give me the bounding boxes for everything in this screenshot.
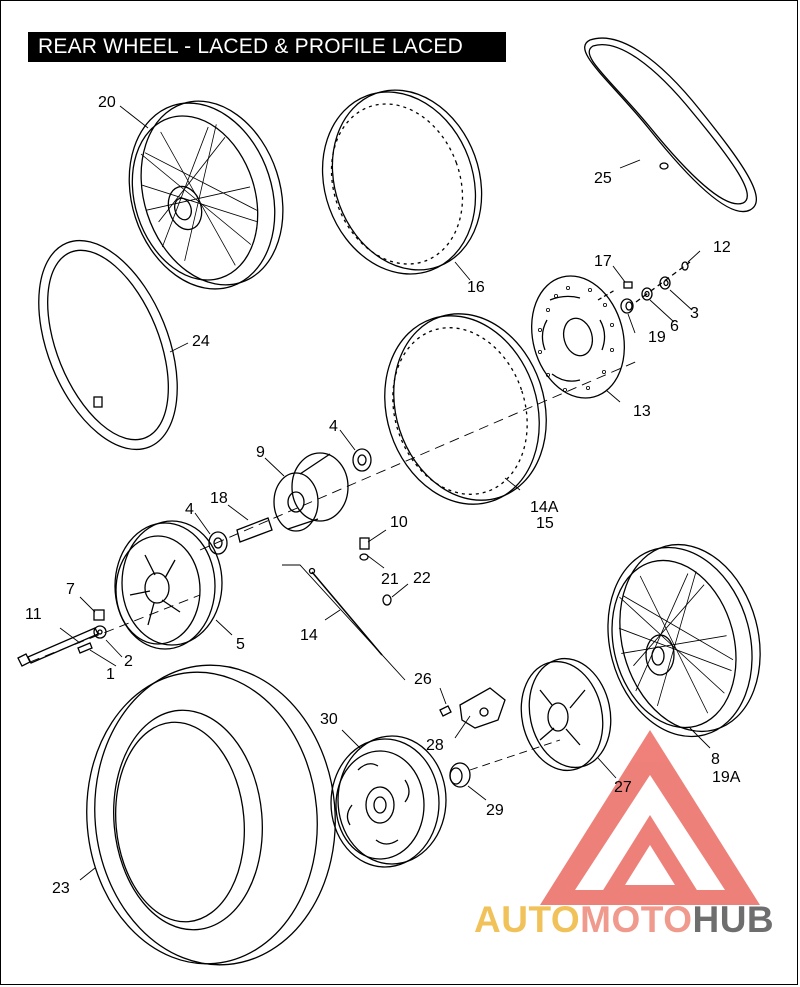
callout-8: 8 — [711, 751, 720, 768]
callout-16: 16 — [467, 279, 485, 296]
watermark-moto: MOTO — [580, 899, 693, 940]
callout-22: 22 — [413, 570, 431, 587]
callout-14: 14 — [300, 627, 318, 644]
laced-wheel-8 — [602, 543, 761, 738]
watermark-logo — [540, 730, 760, 905]
callout-21: 21 — [381, 571, 399, 588]
callout-3: 3 — [690, 305, 699, 322]
watermark-hub: HUB — [692, 899, 775, 940]
brake-rotor-13 — [531, 275, 625, 399]
sprocket-5 — [114, 520, 223, 650]
drive-belt-25 — [584, 37, 757, 213]
rim-16 — [321, 89, 483, 275]
callout-4-lower: 4 — [185, 501, 194, 518]
pulley-27 — [520, 657, 612, 772]
callout-4-upper: 4 — [329, 418, 338, 435]
washer-2 — [93, 625, 107, 639]
callout-7: 7 — [66, 581, 75, 598]
callout-12: 12 — [713, 239, 731, 256]
hub-9 — [273, 452, 349, 532]
callout-17: 17 — [594, 253, 612, 270]
callout-6: 6 — [670, 318, 679, 335]
bolt-1 — [77, 642, 93, 654]
callout-5: 5 — [236, 636, 245, 653]
callout-labels: 20 16 25 24 17 12 3 6 19 13 4 9 14A 15 4… — [25, 94, 741, 897]
spacer-18 — [236, 517, 273, 543]
callout-2: 2 — [124, 653, 133, 670]
callout-26: 26 — [414, 671, 432, 688]
callout-10: 10 — [390, 514, 408, 531]
callout-20: 20 — [98, 94, 116, 111]
callout-11: 11 — [25, 606, 42, 623]
callout-13: 13 — [633, 403, 651, 420]
axle-11 — [17, 627, 99, 667]
callout-27: 27 — [614, 779, 632, 796]
spoke-14 — [282, 564, 406, 681]
inner-tube-24 — [38, 239, 178, 451]
bracket-28 — [439, 687, 506, 729]
bearing-4-upper — [352, 448, 372, 472]
spacer-29 — [449, 739, 561, 788]
callout-30: 30 — [320, 711, 338, 728]
callout-19A: 19A — [712, 769, 741, 786]
callout-1: 1 — [106, 666, 115, 683]
callout-15: 15 — [536, 515, 554, 532]
leader-lines — [59, 105, 711, 881]
watermark-auto: AUTO — [474, 899, 581, 940]
callout-9: 9 — [256, 444, 265, 461]
callout-28: 28 — [426, 737, 444, 754]
diagram-title: REAR WHEEL - LACED & PROFILE LACED — [28, 32, 506, 62]
watermark-wordmark: AUTOMOTOHUB — [474, 898, 774, 942]
rim-14A — [384, 313, 547, 505]
callout-14A: 14A — [530, 499, 559, 516]
callout-19: 19 — [648, 329, 666, 346]
valve-parts — [359, 537, 392, 606]
callout-29: 29 — [486, 802, 504, 819]
callout-25: 25 — [594, 170, 612, 187]
laced-wheel-20 — [123, 100, 284, 290]
rotor-hardware — [597, 261, 691, 314]
bearing-4-lower — [208, 531, 228, 555]
sprocket-30 — [330, 735, 447, 868]
callout-24: 24 — [192, 333, 210, 350]
tire-23 — [86, 664, 336, 966]
callout-23: 23 — [52, 880, 70, 897]
callout-18: 18 — [210, 490, 228, 507]
spacer-7 — [93, 609, 105, 621]
